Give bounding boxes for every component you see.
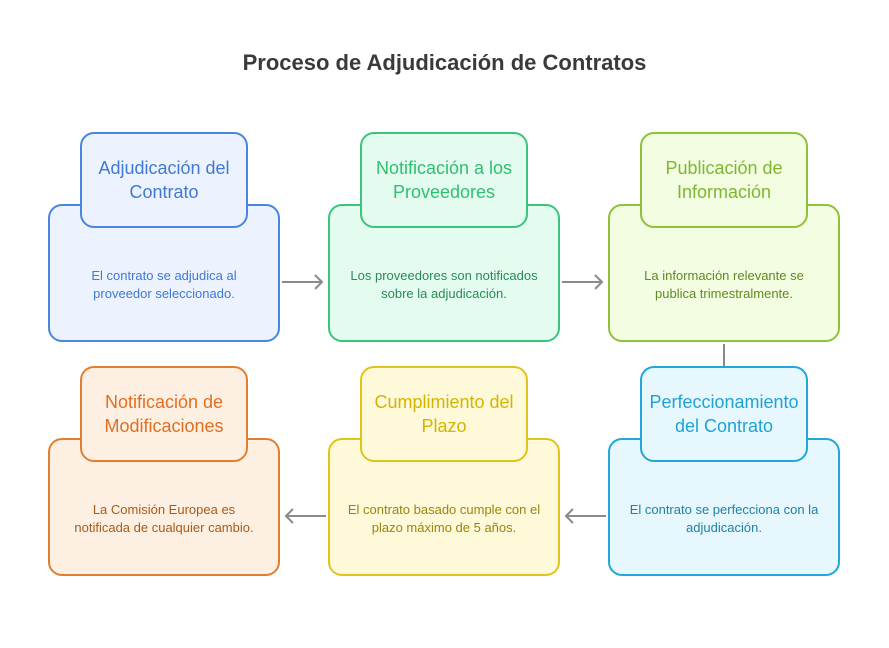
step-title: Perfeccionamiento del Contrato (640, 366, 808, 462)
step-description: El contrato se perfecciona con la adjudi… (629, 502, 819, 535)
arrow-step5-to-step6 (284, 508, 326, 524)
step-title: Notificación de Modificaciones (80, 366, 248, 462)
arrow-step2-to-step3 (562, 274, 604, 290)
step-title: Notificación a los Proveedores (360, 132, 528, 228)
arrow-step4-to-step5 (564, 508, 606, 524)
arrow-step1-to-step2 (282, 274, 324, 290)
step-description: El contrato basado cumple con el plazo m… (347, 502, 541, 535)
diagram-title: Proceso de Adjudicación de Contratos (242, 50, 647, 75)
step-title: Cumplimiento del Plazo (360, 366, 528, 462)
step-description: La Comisión Europea es notificada de cua… (74, 502, 254, 535)
step-card (48, 204, 280, 342)
step-description: La información relevante se publica trim… (644, 268, 804, 301)
step-description: Los proveedores son notificados sobre la… (350, 268, 538, 301)
step-title: Publicación de Información (640, 132, 808, 228)
step-description: El contrato se adjudica al proveedor sel… (91, 268, 237, 301)
step-title: Adjudicación del Contrato (80, 132, 248, 228)
